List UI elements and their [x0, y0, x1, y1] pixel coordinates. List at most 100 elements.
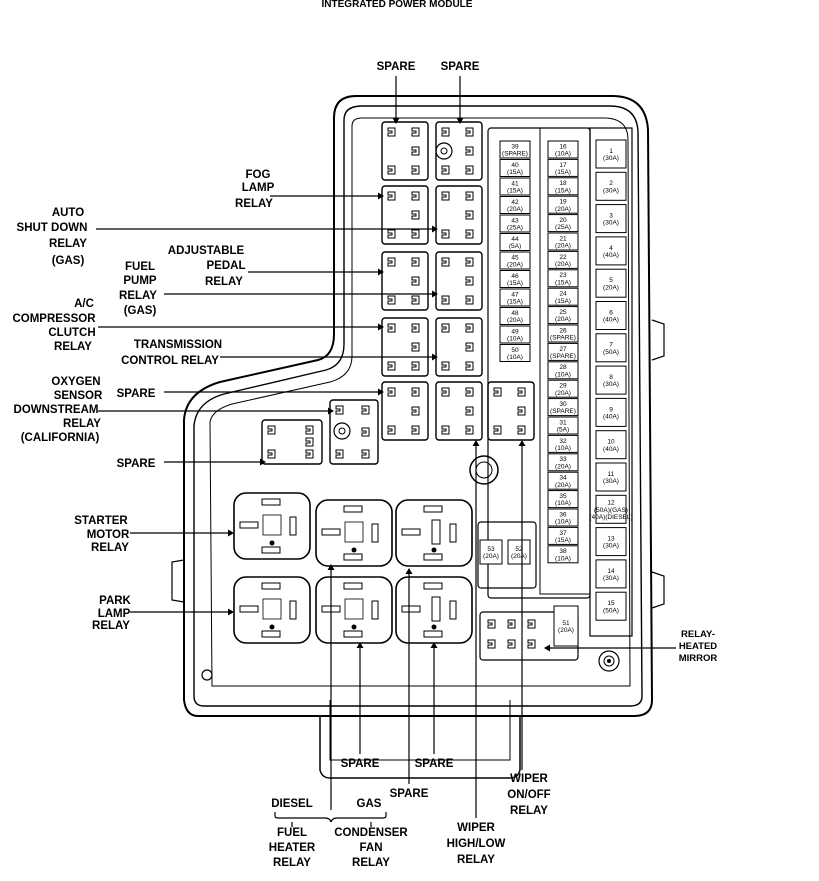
svg-text:WIPER: WIPER — [457, 822, 495, 834]
fuse-outline — [595, 462, 627, 492]
fuse-outline — [547, 269, 579, 288]
fuse-label: 6 — [609, 309, 613, 316]
fuse-label: 4 — [609, 245, 613, 252]
relay-terminal — [411, 210, 420, 220]
relay-terminal — [411, 229, 420, 239]
fuse-label: (50A) — [603, 607, 619, 614]
fuse-label: (10A) — [555, 500, 571, 507]
relay-pin — [343, 630, 363, 638]
relay-terminal — [305, 449, 314, 459]
fuse-label: 48 — [511, 310, 519, 317]
label-spare-top-2: SPARE — [441, 61, 480, 73]
fuse-outline — [595, 430, 627, 460]
fuse-label: 10 — [607, 439, 615, 446]
svg-text:RELAY: RELAY — [235, 198, 273, 210]
fuse-23: 23(15A) — [547, 269, 579, 288]
fuse-outline — [547, 545, 579, 564]
relay-terminal — [441, 323, 450, 333]
fuse-label: (40A) — [603, 317, 619, 324]
relay-transmission-control — [435, 317, 483, 377]
fuse-label: (50A)(GAS) — [594, 507, 628, 514]
fuse-label: (10A) — [507, 336, 523, 343]
label-fuel-heater-relay: FUEL HEATER RELAY — [269, 827, 316, 869]
fuse-outline — [547, 416, 579, 435]
fuse-array: 39(SPARE)40(15A)41(15A)42(20A)43(25A)44(… — [479, 139, 633, 647]
fuse-outline — [507, 539, 531, 565]
relay-terminal — [387, 165, 396, 175]
fuse-26: 26(SPARE) — [547, 324, 579, 343]
relay-outline — [329, 399, 379, 465]
fuse-label: 3 — [609, 213, 613, 220]
svg-text:ADJUSTABLE: ADJUSTABLE — [168, 245, 245, 257]
relay-terminal — [507, 619, 516, 629]
relay-outline — [261, 419, 323, 465]
fuse-label: 38 — [559, 548, 567, 555]
svg-text:RELAY: RELAY — [92, 620, 130, 632]
svg-text:LAMP: LAMP — [242, 182, 275, 194]
relay-terminal — [387, 127, 396, 137]
fuse-label: 49 — [511, 328, 519, 335]
fuse-label: 17 — [559, 162, 567, 169]
fuse-outline — [553, 605, 579, 647]
fuse-outline — [595, 559, 627, 589]
fuse-label: (15A) — [555, 169, 571, 176]
relay-fog-lamp — [381, 185, 429, 245]
label-fuel-pump-relay: FUEL PUMP RELAY (GAS) — [119, 261, 157, 317]
relay-pin — [449, 600, 457, 620]
fuse-31: 31(5A) — [547, 416, 579, 435]
fuse-27: 27(SPARE) — [547, 342, 579, 361]
fuse-label: 7 — [609, 342, 613, 349]
label-spare-bottom-3: SPARE — [390, 788, 429, 800]
fuse-1: 1(30A) — [595, 139, 627, 169]
label-auto-shutdown-relay: AUTO SHUT DOWN RELAY (GAS) — [17, 207, 88, 267]
arrowhead — [432, 353, 438, 361]
relay-outline — [381, 121, 429, 181]
fuse-label: 25 — [559, 309, 567, 316]
svg-text:SHUT DOWN: SHUT DOWN — [17, 222, 88, 234]
relay-sockets — [233, 121, 536, 649]
svg-text:CLUTCH: CLUTCH — [48, 327, 95, 339]
fuse-4: 4(40A) — [595, 236, 627, 266]
fuse-43: 43(25A) — [499, 214, 531, 233]
fuse-outline — [547, 195, 579, 214]
arrowhead — [432, 225, 438, 233]
fuse-20: 20(25A) — [547, 214, 579, 233]
fuse-9: 9(40A) — [595, 397, 627, 427]
fuse-25: 25(20A) — [547, 306, 579, 325]
arrowhead — [405, 568, 413, 574]
relay-terminal — [465, 276, 474, 286]
relay-outline — [435, 317, 483, 377]
fuse-46: 46(15A) — [499, 270, 531, 288]
relay-pin — [423, 582, 443, 590]
relay-terminal — [493, 387, 502, 397]
relay-terminal — [441, 295, 450, 305]
fuse-outline — [499, 233, 531, 251]
fuse-outline — [595, 171, 627, 201]
label-spare-left-2: SPARE — [117, 458, 156, 470]
fuse-30: 30(SPARE) — [547, 398, 579, 417]
fuse-outline — [479, 539, 503, 565]
relay-pin — [343, 553, 363, 561]
relay-terminal — [411, 406, 420, 416]
fuse-outline — [595, 397, 627, 427]
arrowhead — [456, 118, 464, 124]
fuse-outline — [499, 288, 531, 307]
fuse-label: 18 — [559, 180, 567, 187]
fuse-label: (20A) — [603, 284, 619, 291]
fuse-14: 14(30A) — [595, 559, 627, 589]
fuse-label: (15A) — [555, 187, 571, 194]
svg-text:SENSOR: SENSOR — [54, 390, 103, 402]
relay-pin — [239, 605, 259, 613]
svg-text:TRANSMISSION: TRANSMISSION — [134, 339, 222, 351]
fuse-label: (30A) — [603, 478, 619, 485]
fuse-outline — [499, 325, 531, 344]
svg-text:(GAS): (GAS) — [52, 255, 85, 267]
relay-outline — [315, 576, 393, 644]
fuse-outline — [547, 398, 579, 417]
fuse-label: 12 — [607, 500, 615, 507]
relay-pin — [261, 582, 281, 590]
module-housing — [171, 95, 665, 779]
fuse-label: 34 — [559, 475, 567, 482]
relay-pin — [261, 498, 281, 506]
relay-terminal — [493, 425, 502, 435]
